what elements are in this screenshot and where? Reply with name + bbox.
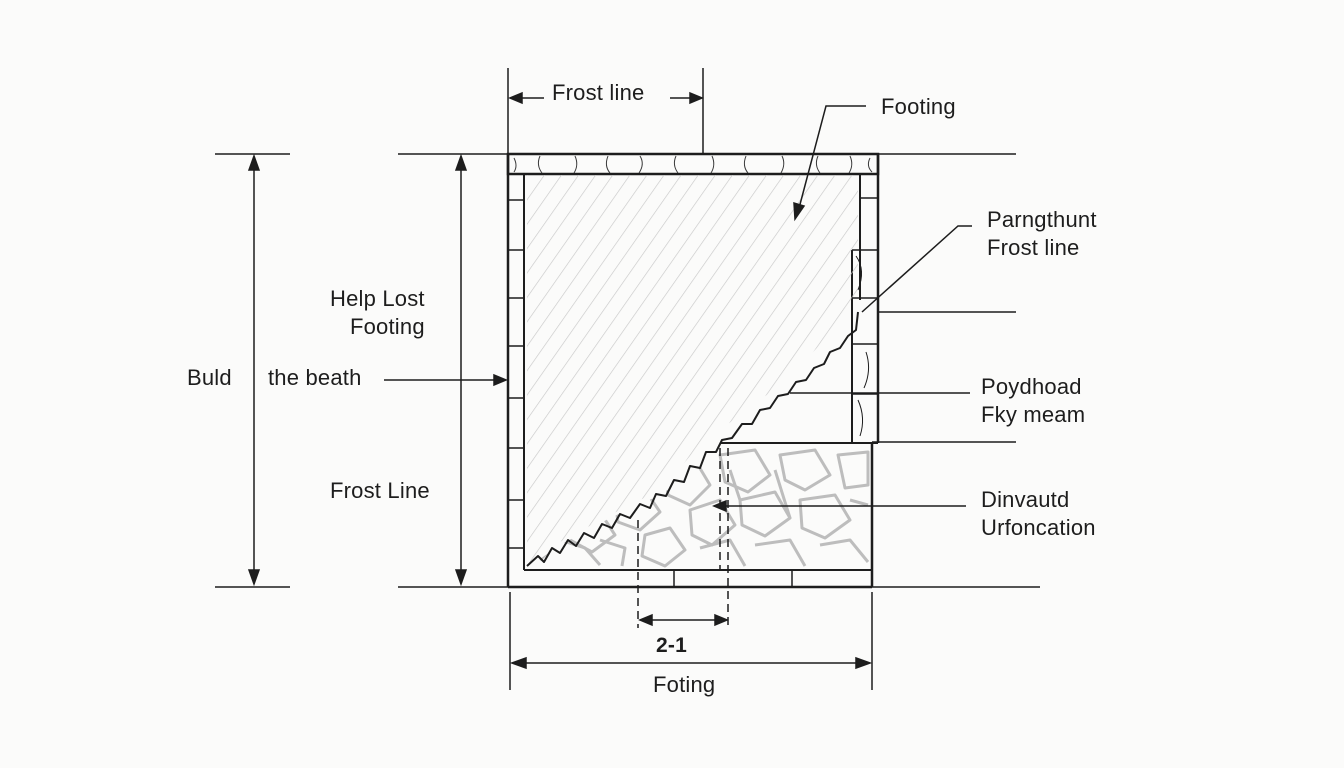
label-help-lost-line1: Help Lost [330, 286, 425, 311]
bottom-dimension [509, 592, 873, 690]
label-parngthunt: Parngthunt Frost line [987, 206, 1097, 262]
top-cap-grain [513, 155, 873, 174]
label-dinvautd-line1: Dinvautd [981, 487, 1070, 512]
reference-lines [215, 153, 1040, 588]
label-help-lost: Help Lost Footing [330, 285, 425, 341]
hatched-fill [527, 174, 858, 567]
label-build: Buld [187, 365, 232, 390]
label-poydhoad-line2: Fky meam [981, 402, 1086, 427]
label-frost-line-top: Frost line [552, 80, 645, 105]
label-the-beath: the beath [268, 365, 362, 390]
center-dimension [637, 448, 729, 628]
top-dimension [507, 68, 704, 154]
label-poydhoad-line1: Poydhoad [981, 374, 1082, 399]
label-dinvautd-line2: Urfoncation [981, 515, 1096, 540]
wall-outline [506, 152, 880, 589]
left-wall-joints [508, 199, 524, 549]
label-dinvautd: Dinvautd Urfoncation [981, 486, 1096, 542]
leader-lines [384, 105, 972, 513]
label-parngthunt-line2: Frost line [987, 235, 1080, 260]
label-poydhoad: Poydhoad Fky meam [981, 373, 1085, 429]
contact-jagged-edge [526, 311, 859, 567]
label-parngthunt-line1: Parngthunt [987, 207, 1097, 232]
label-foting-bottom: Foting [653, 672, 716, 697]
label-footing-top: Footing [881, 94, 956, 119]
label-dimension-small: 2-1 [656, 634, 687, 657]
label-help-lost-line2: Footing [349, 314, 425, 339]
vertical-dimensions [247, 153, 468, 587]
label-frost-line-left: Frost Line [330, 478, 430, 503]
footing-joints [673, 570, 793, 587]
